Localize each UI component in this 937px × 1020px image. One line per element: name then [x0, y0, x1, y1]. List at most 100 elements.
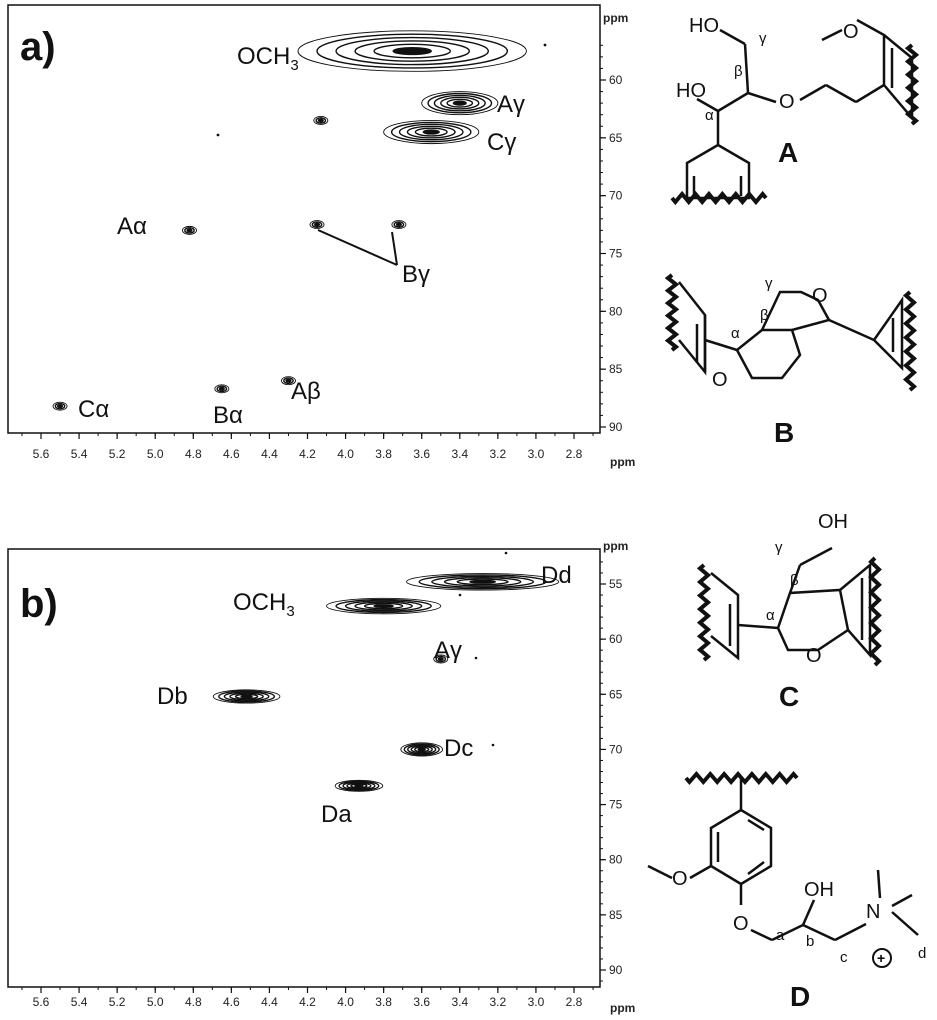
peak-label-dd: Dd: [541, 562, 572, 589]
peak-label-a-alpha: Aα: [117, 213, 147, 240]
contour-level: [218, 690, 276, 703]
x-tick-label: 2.8: [566, 447, 583, 461]
greek-gamma-a: γ: [759, 30, 767, 47]
atom-oh-d: OH: [804, 879, 834, 901]
contour-level: [344, 600, 423, 612]
x-tick-label: 3.6: [413, 995, 430, 1009]
x-tick-label: 4.6: [223, 447, 240, 461]
atom-o-methoxy-d: O: [672, 868, 688, 890]
contour-level: [456, 578, 509, 586]
cross-peak: [281, 376, 296, 386]
contour-level: [338, 780, 380, 792]
contour-level: [427, 92, 493, 114]
contour-level: [452, 100, 467, 106]
structure-a-bond: [856, 18, 886, 85]
b-gamma-leader-left: [317, 229, 398, 266]
structure-a-bond: [821, 28, 843, 42]
contour-level: [407, 744, 437, 755]
structure-d-labels: O O OH N + a b c d D: [672, 868, 926, 1012]
x-tick-label: 4.6: [223, 995, 240, 1009]
contour-level: [182, 225, 197, 235]
structure-c-wavy-bond: [868, 556, 882, 667]
structure-b-ring: [872, 296, 904, 372]
greek-alpha-b: α: [731, 325, 740, 342]
atom-o-ether: O: [779, 91, 795, 113]
greek-beta-b: β: [760, 307, 769, 324]
contour-level: [285, 378, 292, 383]
x-tick-label: 4.2: [299, 447, 316, 461]
structure-a: [670, 18, 920, 206]
contour-level: [52, 401, 68, 411]
structure-d-bond: [689, 864, 712, 880]
structure-d-bond: [647, 864, 673, 880]
greek-gamma-b: γ: [765, 275, 773, 292]
greek-gamma-c: γ: [775, 539, 783, 556]
structure-a-bond: [747, 91, 777, 104]
contour-level: [334, 779, 384, 792]
x-tick-label: 3.0: [528, 995, 545, 1009]
peak-label-db: Db: [157, 683, 188, 710]
structure-b-wavy-bond: [664, 273, 680, 352]
y-tick-label: 85: [609, 362, 623, 376]
contour-level: [422, 129, 440, 135]
greek-alpha-c: α: [766, 607, 775, 624]
contour-level: [212, 689, 281, 704]
y-tick-label: 65: [609, 687, 623, 701]
contour-level: [414, 127, 448, 137]
structure-a-ring: [685, 143, 751, 200]
contour-level: [410, 745, 433, 754]
contour-level: [346, 782, 372, 790]
contour-level: [398, 123, 464, 141]
structure-a-bond: [719, 28, 746, 46]
contour-level: [393, 221, 405, 228]
structure-b-ring: [678, 281, 707, 376]
cross-peak: [309, 220, 325, 230]
contour-level: [435, 655, 447, 663]
y-tick-label: 60: [609, 632, 623, 646]
structure-c-bond: [788, 564, 802, 594]
cross-peak: [433, 654, 449, 664]
contour-level: [446, 98, 474, 108]
noise-dot: [216, 133, 220, 137]
panel-a-label: a): [20, 25, 56, 69]
x-tick-label: 2.8: [566, 995, 583, 1009]
y-tick-label: 60: [609, 73, 623, 87]
noise-dot: [504, 551, 508, 555]
y-tick-label: 80: [609, 853, 623, 867]
structure-a-bond: [855, 83, 885, 104]
y-tick-label: 65: [609, 131, 623, 145]
atom-o-ring-c: O: [806, 645, 822, 667]
structure-a-bond: [743, 43, 750, 94]
cross-peak: [406, 573, 560, 591]
x-tick-label: 4.8: [185, 447, 202, 461]
charge-circle: [872, 948, 892, 968]
x-tick-label: 3.2: [490, 995, 507, 1009]
atom-ho-top: HO: [689, 15, 719, 37]
x-tick-label: 5.4: [71, 447, 88, 461]
peak-label-dc: Dc: [444, 735, 473, 762]
noise-dot: [491, 743, 495, 747]
structure-d-name: D: [790, 981, 810, 1012]
x-tick-label: 5.0: [147, 447, 164, 461]
noise-dot: [543, 43, 547, 47]
structure-c-bond: [799, 546, 833, 567]
x-tick-label: 3.8: [375, 995, 392, 1009]
contour-level: [326, 597, 442, 615]
contour-level: [354, 783, 364, 788]
contour-level: [54, 402, 66, 410]
atom-oh-c: OH: [818, 511, 848, 533]
structure-a-ring: [883, 34, 914, 122]
contour-level: [335, 36, 490, 66]
greek-alpha-a: α: [705, 107, 714, 124]
contour-level: [229, 692, 264, 701]
contour-level: [400, 742, 444, 757]
contour-level: [281, 376, 296, 386]
x-tick-label: 5.0: [147, 995, 164, 1009]
contour-level: [406, 125, 456, 139]
contour-level: [313, 116, 329, 125]
contour-level: [283, 377, 294, 385]
x-tick-label: 4.4: [261, 995, 278, 1009]
atom-o-ether-d: O: [733, 913, 749, 935]
contour-level: [311, 221, 323, 228]
